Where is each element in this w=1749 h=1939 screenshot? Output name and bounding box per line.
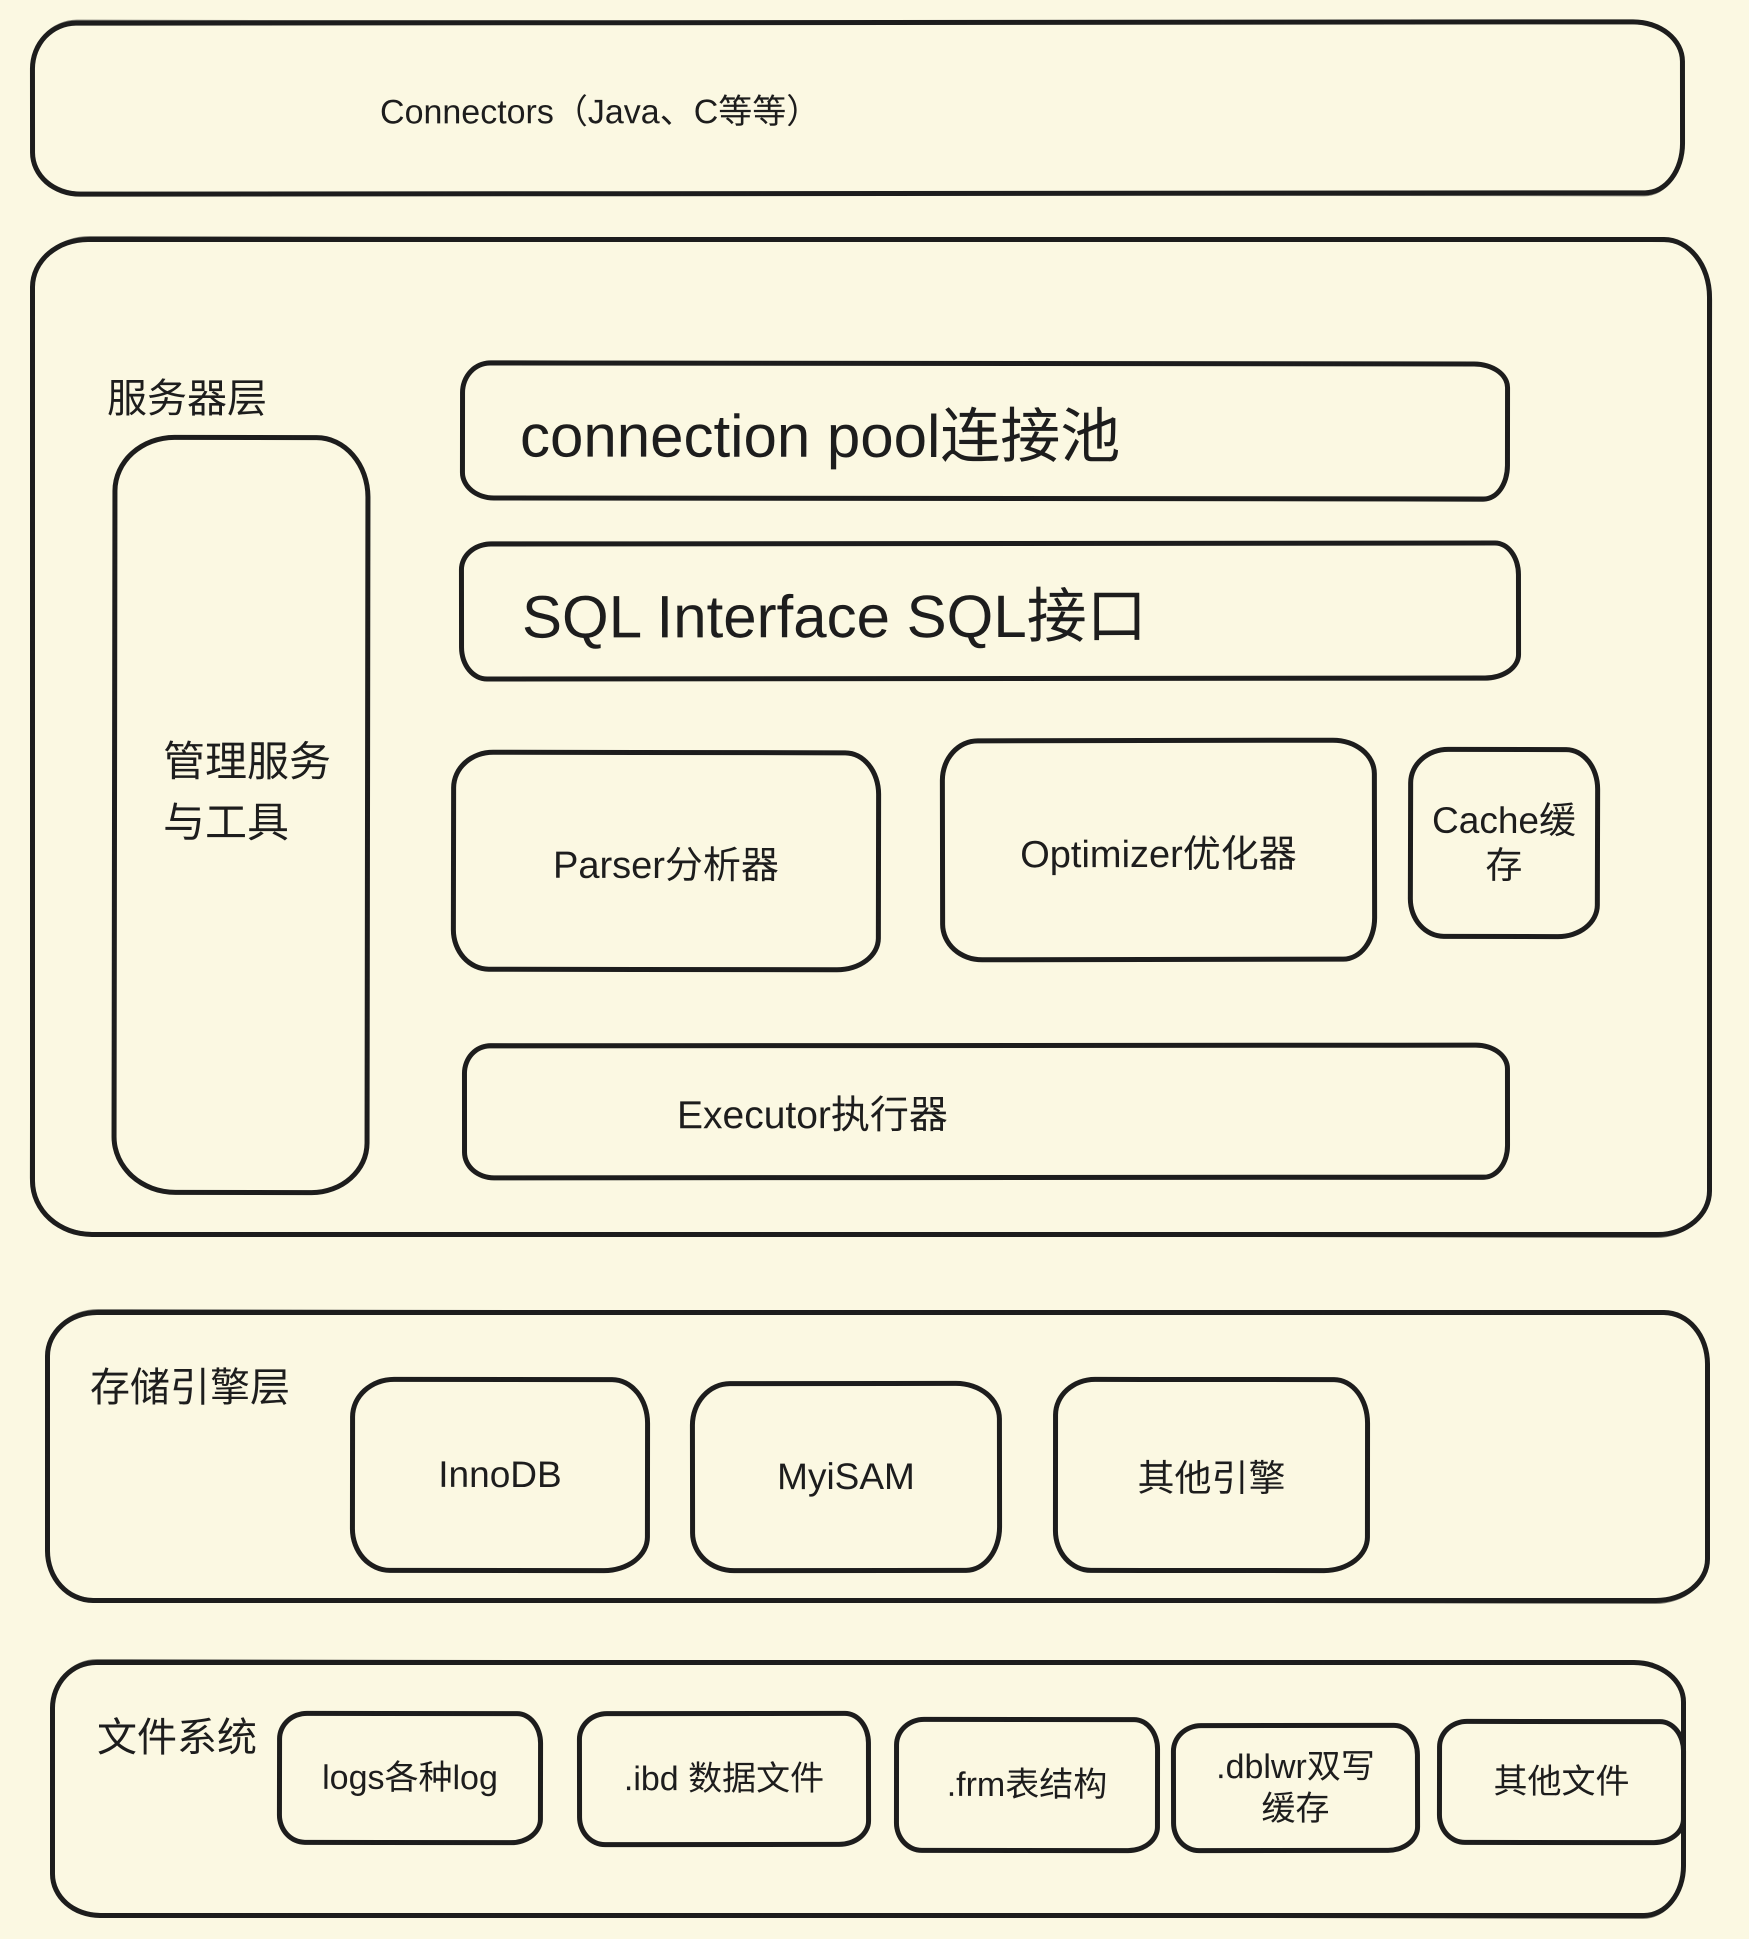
management-services-box: 管理服务 与工具 (111, 434, 371, 1196)
logs-file-box: logs各种log (276, 1710, 544, 1846)
file-system-label: 文件系统 (97, 1716, 257, 1760)
other-files-label: 其他文件 (1493, 1762, 1630, 1801)
storage-engine-layer-box: 存储引擎层 InnoDB MyiSAM 其他引擎 (45, 1310, 1710, 1603)
other-files-box: 其他文件 (1436, 1718, 1687, 1846)
file-system-box: 文件系统 logs各种log .ibd 数据文件 .frm表结构 .dblwr双… (50, 1660, 1687, 1918)
cache-box: Cache缓 存 (1407, 746, 1601, 940)
parser-label: Parser分析器 (552, 844, 779, 887)
other-engines-box: 其他引擎 (1052, 1376, 1371, 1574)
management-services-label: 管理服务 与工具 (162, 737, 332, 846)
executor-label: Executor执行器 (676, 1093, 948, 1137)
ibd-file-label: .ibd 数据文件 (623, 1759, 825, 1798)
myisam-label: MyiSAM (777, 1455, 915, 1498)
server-layer-box: 服务器层 管理服务 与工具 connection pool连接池 SQL Int… (30, 237, 1712, 1237)
innodb-label: InnoDB (438, 1453, 562, 1496)
other-engines-label: 其他引擎 (1137, 1457, 1286, 1500)
innodb-box: InnoDB (349, 1376, 651, 1574)
connection-pool-box: connection pool连接池 (459, 360, 1511, 502)
sql-interface-box: SQL Interface SQL接口 (458, 540, 1522, 682)
executor-box: Executor执行器 (461, 1042, 1511, 1181)
server-layer-label: 服务器层 (107, 377, 267, 421)
logs-file-label: logs各种log (322, 1758, 498, 1797)
storage-engine-layer-label: 存储引擎层 (90, 1366, 290, 1410)
connectors-box: Connectors（Java、C等等） (29, 19, 1686, 197)
cache-label: Cache缓 存 (1432, 799, 1577, 887)
myisam-box: MyiSAM (689, 1380, 1003, 1574)
dblwr-file-label: .dblwr双写 缓存 (1216, 1747, 1375, 1829)
ibd-file-box: .ibd 数据文件 (576, 1710, 872, 1848)
connection-pool-label: connection pool连接池 (519, 402, 1121, 470)
optimizer-box: Optimizer优化器 (939, 737, 1378, 963)
parser-box: Parser分析器 (450, 749, 882, 973)
connectors-label: Connectors（Java、C等等） (379, 92, 821, 131)
sql-interface-label: SQL Interface SQL接口 (521, 582, 1147, 650)
dblwr-file-box: .dblwr双写 缓存 (1170, 1722, 1421, 1854)
frm-file-box: .frm表结构 (893, 1716, 1161, 1854)
frm-file-label: .frm表结构 (946, 1765, 1108, 1804)
optimizer-label: Optimizer优化器 (1020, 833, 1297, 876)
